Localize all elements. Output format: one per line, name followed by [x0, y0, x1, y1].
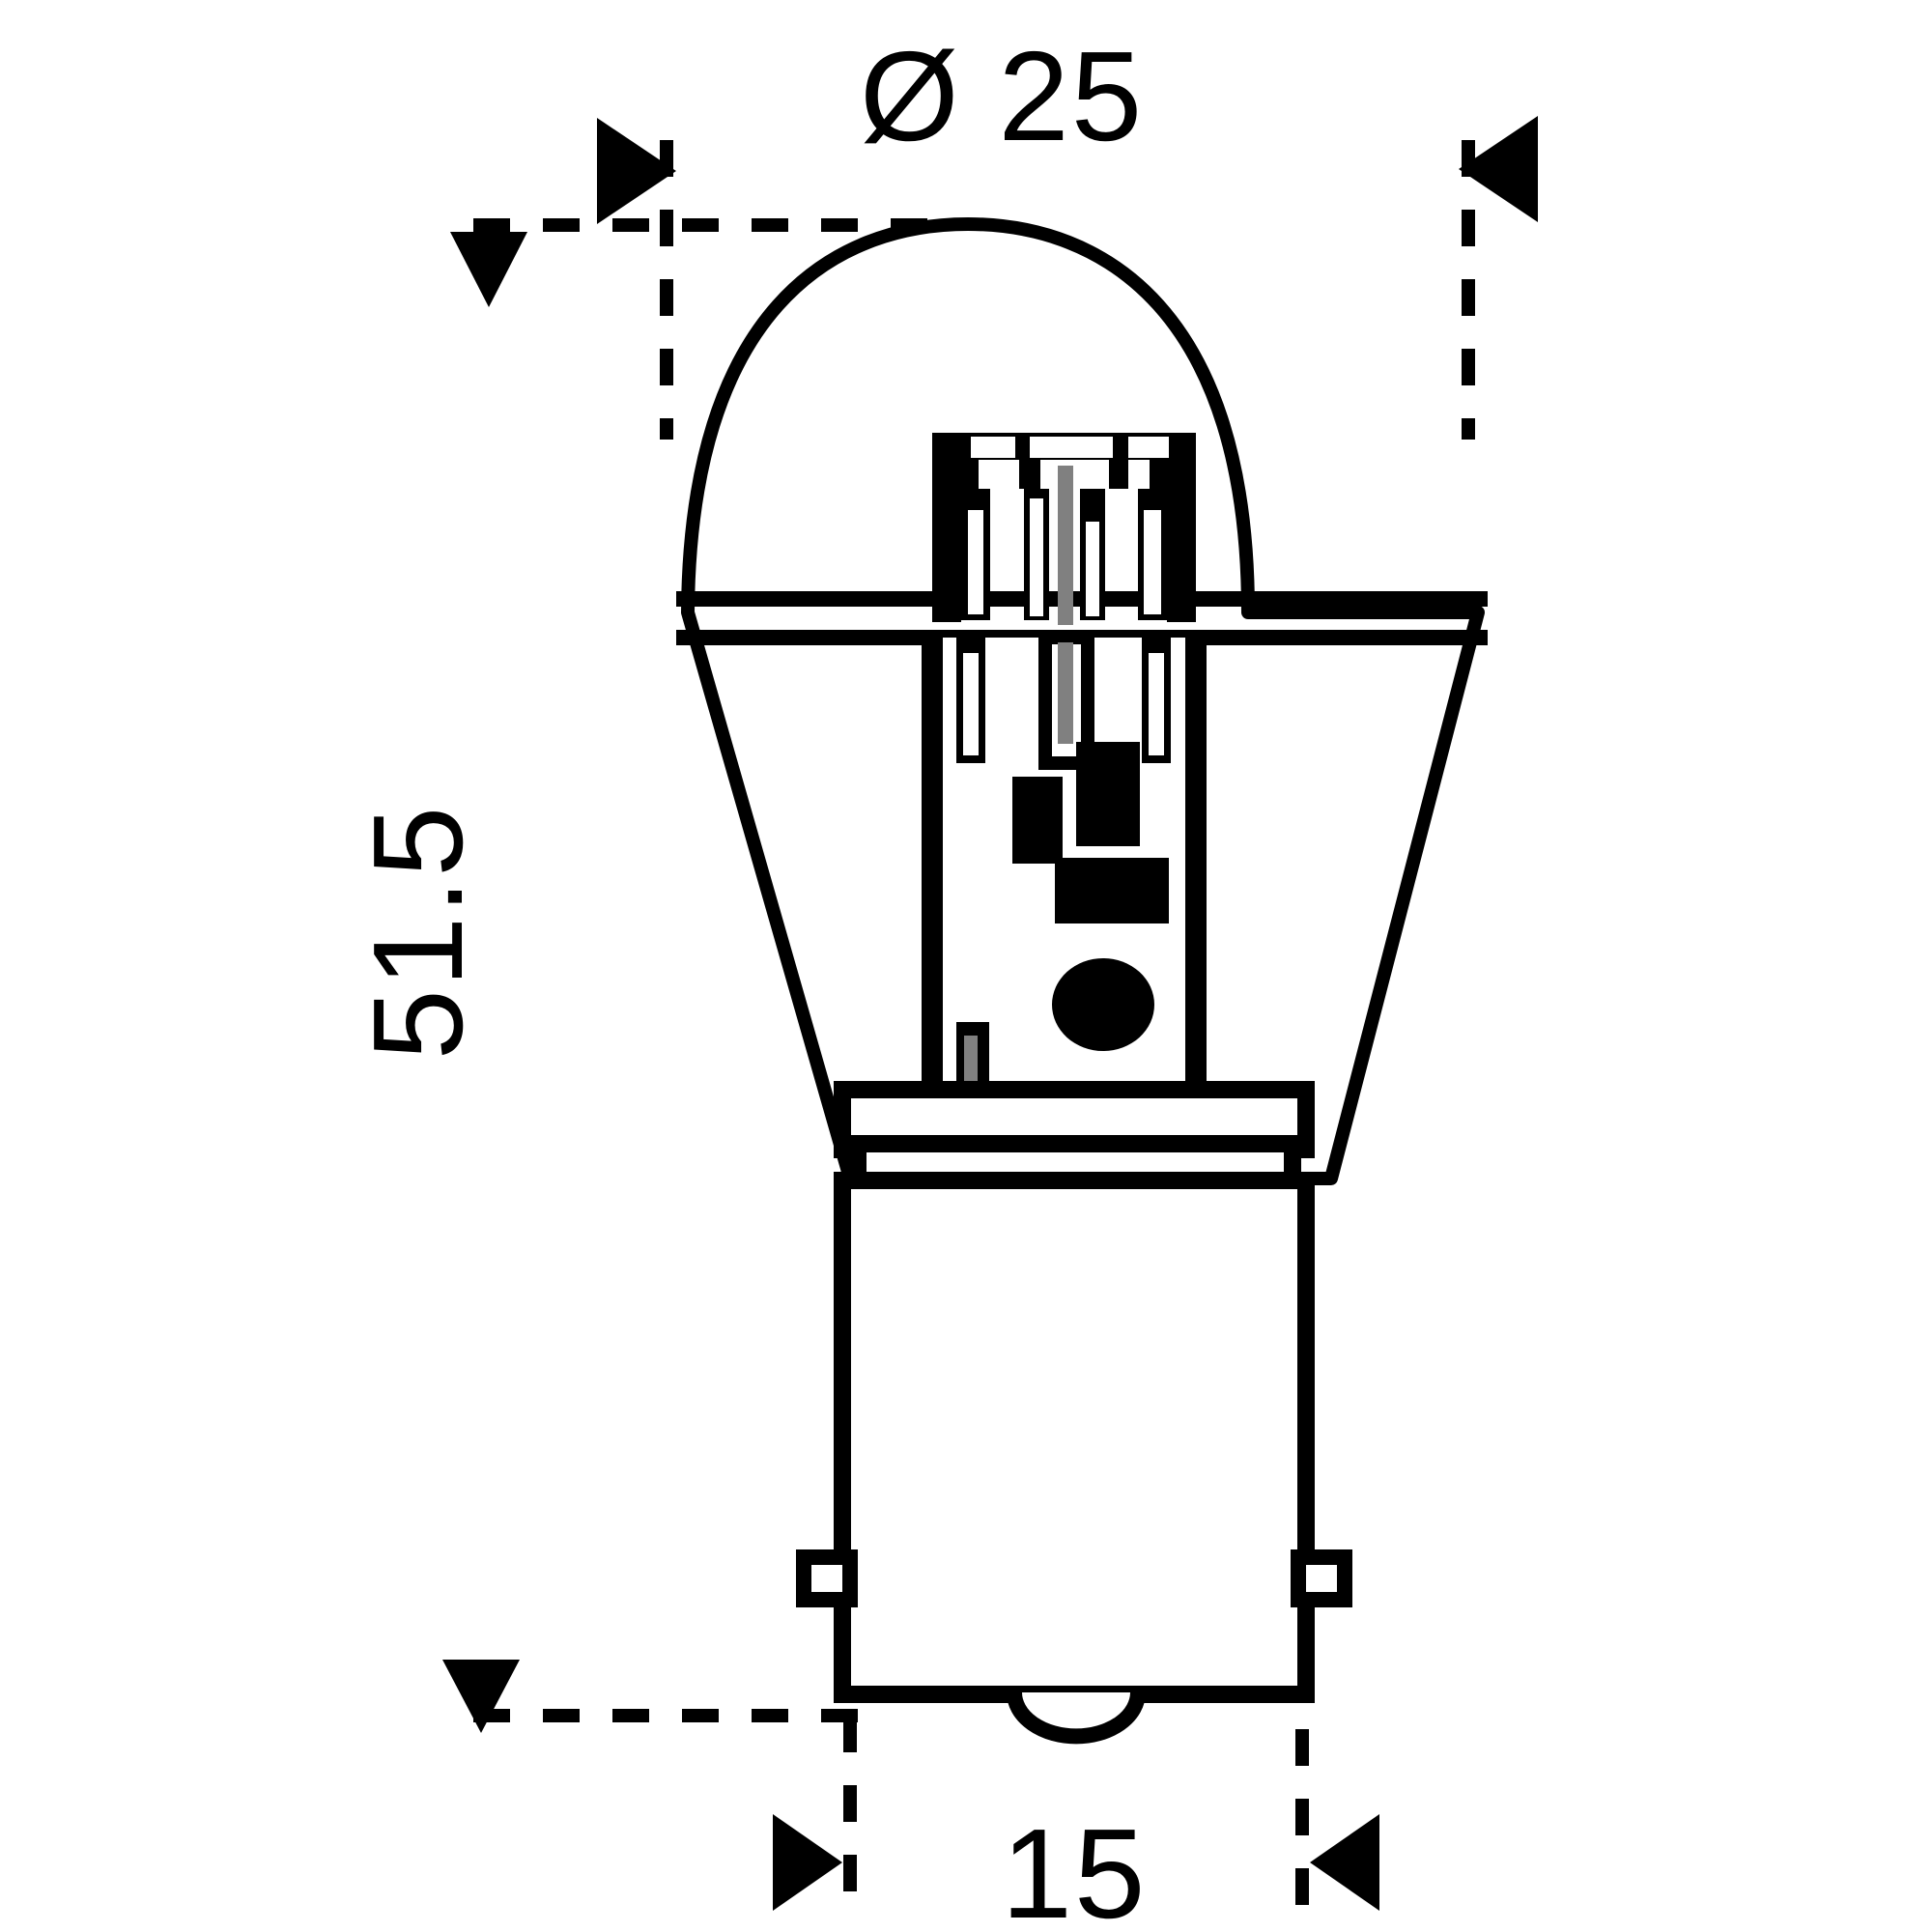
arrow-left-icon-bottom-right	[1310, 1814, 1379, 1911]
led-heatsink-fins	[932, 433, 1196, 625]
diameter-label: Ø 25	[860, 25, 1144, 167]
arrow-right-icon-top-left	[597, 118, 676, 224]
arrow-right-icon-bottom-left	[773, 1814, 842, 1911]
base-diameter-label: 15	[1002, 1803, 1148, 1932]
gray-center-rod-upper	[1058, 466, 1073, 625]
height-label: 51.5	[347, 805, 489, 1061]
gray-center-rod-lower-fill	[1058, 642, 1073, 744]
bayonet-pin-left	[796, 1549, 858, 1607]
smd-resistor-1	[1012, 777, 1063, 864]
arrow-down-icon-top-left	[450, 232, 527, 307]
base-collar	[834, 1081, 1315, 1193]
round-capacitor	[1052, 958, 1154, 1051]
dimension-lines	[473, 140, 1475, 1918]
arrow-down-icon-bottom-left	[442, 1660, 520, 1733]
arrow-left-icon-top-right	[1459, 116, 1538, 222]
metal-bayonet-cap	[796, 1172, 1352, 1745]
led-circuit-board	[922, 631, 1207, 1131]
smd-resistor-2	[1076, 742, 1140, 846]
bottom-contact-bump	[1007, 1691, 1146, 1745]
dimension-arrowheads	[442, 116, 1538, 1911]
bayonet-pin-right	[1291, 1549, 1352, 1607]
smd-capacitor	[1055, 858, 1169, 923]
